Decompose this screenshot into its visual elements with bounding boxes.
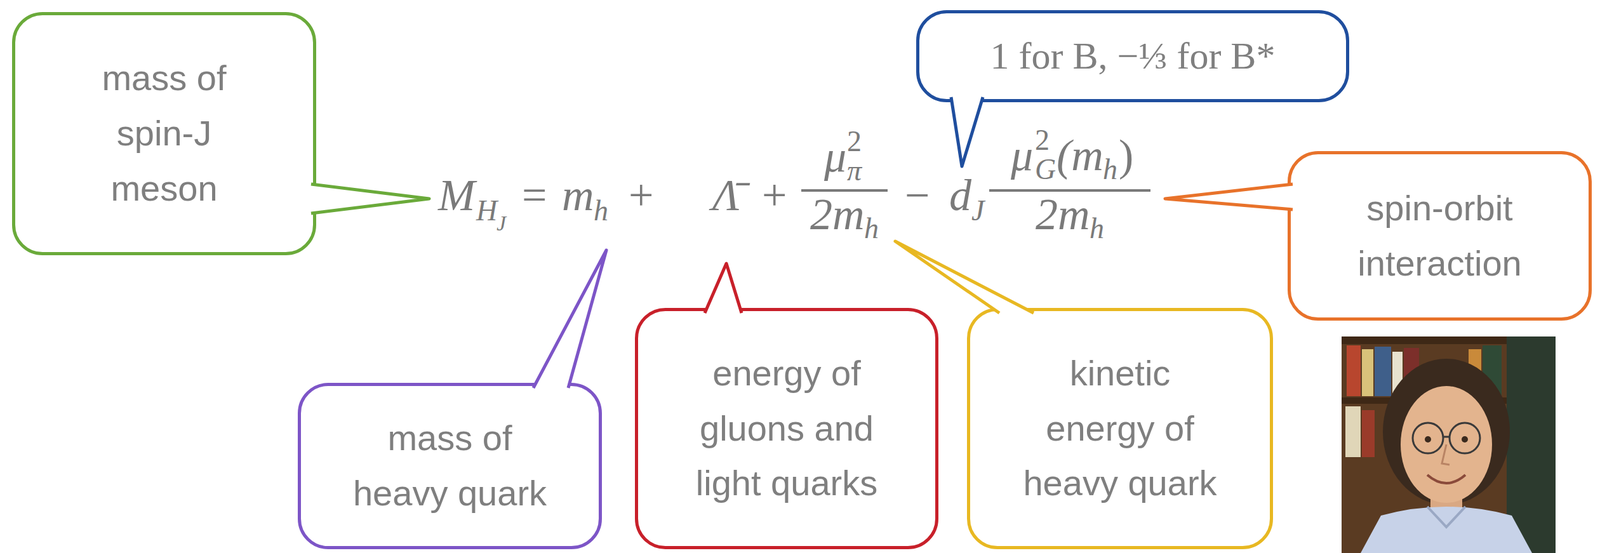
equation-symbol: m [561, 173, 595, 218]
equation-symbol: 2m [810, 192, 865, 237]
smile [1427, 474, 1466, 484]
book [1374, 346, 1392, 397]
book [1361, 410, 1375, 458]
equation-symbol: M [438, 173, 475, 218]
nose [1441, 444, 1450, 465]
equation-symbol: 2 [1034, 125, 1050, 155]
eye [1461, 436, 1468, 443]
equation-symbol: h [1102, 154, 1118, 185]
callout-pointer [1165, 184, 1293, 210]
eye [1424, 436, 1432, 443]
equation-symbol: h [593, 196, 609, 226]
callout-pointer [311, 184, 430, 214]
face [1400, 386, 1493, 503]
fraction-bar [801, 189, 888, 192]
callout-box: 1 for B, −⅓ for B* [916, 10, 1350, 103]
book [1361, 349, 1374, 397]
equation-symbol: G [1034, 154, 1056, 185]
equation-symbol: 2 [846, 126, 862, 157]
equation-symbol: + [628, 173, 654, 218]
callout-box: kinetic energy of heavy quark [966, 307, 1274, 550]
equation-symbol: 2m [1035, 192, 1091, 237]
equation-symbol: J [496, 212, 507, 235]
shirt [1360, 506, 1533, 553]
callout-text: energy of gluons and light quarks [681, 346, 892, 512]
equation-symbol: π [846, 156, 862, 186]
callout-box: energy of gluons and light quarks [634, 307, 939, 550]
equation-symbol: μ [824, 134, 847, 180]
book [1345, 406, 1361, 458]
equation-symbol: = [521, 173, 547, 218]
equation-symbol: − [904, 173, 930, 218]
equation-symbol: Λ̄ [712, 173, 740, 218]
callout-text: mass of heavy quark [342, 410, 559, 522]
callout-pointer [951, 97, 983, 167]
callout-text: 1 for B, −⅓ for B* [935, 26, 1330, 86]
glasses [1443, 436, 1450, 439]
callout-pointer [704, 263, 742, 314]
shelf [1341, 336, 1507, 345]
equation-symbol: ) [1118, 133, 1134, 178]
portrait-photo [1341, 336, 1556, 553]
equation-symbol: d [949, 173, 972, 218]
equation-symbol: h [1089, 213, 1105, 244]
equation-symbol: μ [1010, 133, 1034, 178]
collar [1427, 506, 1466, 527]
hair [1382, 358, 1510, 505]
book [1346, 345, 1361, 397]
callout-pointer [533, 250, 607, 388]
photo-background [1341, 336, 1556, 553]
glasses [1412, 422, 1444, 454]
callout-text: kinetic energy of heavy quark [1013, 346, 1227, 512]
glasses [1449, 422, 1480, 454]
equation-symbol: (m [1056, 133, 1104, 178]
callout-text: spin-orbit interaction [1335, 180, 1545, 292]
callout-box: mass of heavy quark [297, 382, 602, 550]
callout-box: spin-orbit interaction [1287, 151, 1592, 321]
callout-pointer [895, 241, 1034, 314]
equation-symbol: + [761, 173, 787, 218]
callout-text: mass of spin-J meson [75, 50, 254, 216]
fraction-bar [989, 189, 1151, 192]
callout-box: mass of spin-J meson [12, 12, 317, 256]
equation-symbol: h [864, 213, 879, 244]
equation-symbol: H [476, 196, 498, 226]
equation-symbol: J [971, 196, 985, 226]
